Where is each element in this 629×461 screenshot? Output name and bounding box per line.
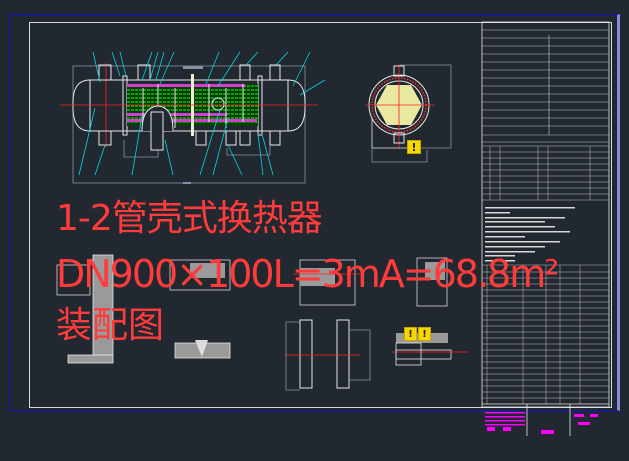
warning-icon: ! [408,329,413,340]
warning-badge[interactable]: ! [404,327,417,341]
leader-lines [78,51,326,176]
drawing-title-line3: 装配图 [56,305,165,346]
title-block-highlights [485,412,598,434]
warning-icon: ! [422,329,427,340]
warning-badge[interactable]: ! [418,327,431,341]
drawing-title-line2: DN900×100L=3mA=68.8m² [56,252,559,296]
parts-and-spec-table [481,21,610,436]
warning-icon: ! [411,141,417,154]
outer-drawing-frame [9,14,620,411]
inner-drawing-frame [29,22,612,408]
tube-sheet-section [365,64,452,163]
heat-exchanger-elevation [60,51,326,184]
warning-badge[interactable]: ! [407,140,421,154]
drawing-title-line1: 1-2管壳式换热器 [56,198,323,239]
